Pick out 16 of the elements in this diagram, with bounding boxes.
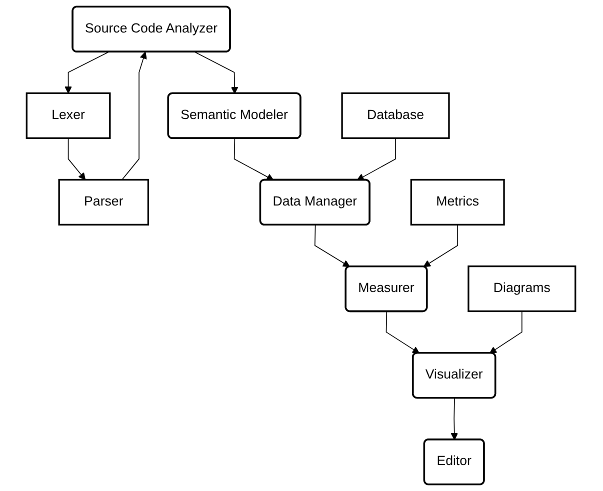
node-box: Metrics	[410, 178, 506, 226]
arrow	[122, 52, 148, 180]
node-box: Diagrams	[468, 265, 577, 312]
arrow	[65, 52, 110, 94]
arrow	[451, 398, 459, 440]
arrow	[386, 311, 420, 354]
arrow	[357, 138, 396, 180]
arrow	[490, 310, 523, 354]
arrow	[424, 224, 458, 268]
node-box: Lexer	[26, 92, 112, 139]
node-box: Parser	[58, 178, 150, 226]
arrow	[234, 138, 274, 180]
arrow	[68, 138, 86, 180]
node-box: Database	[342, 92, 450, 139]
arrow	[314, 224, 350, 268]
arrow	[194, 52, 239, 94]
